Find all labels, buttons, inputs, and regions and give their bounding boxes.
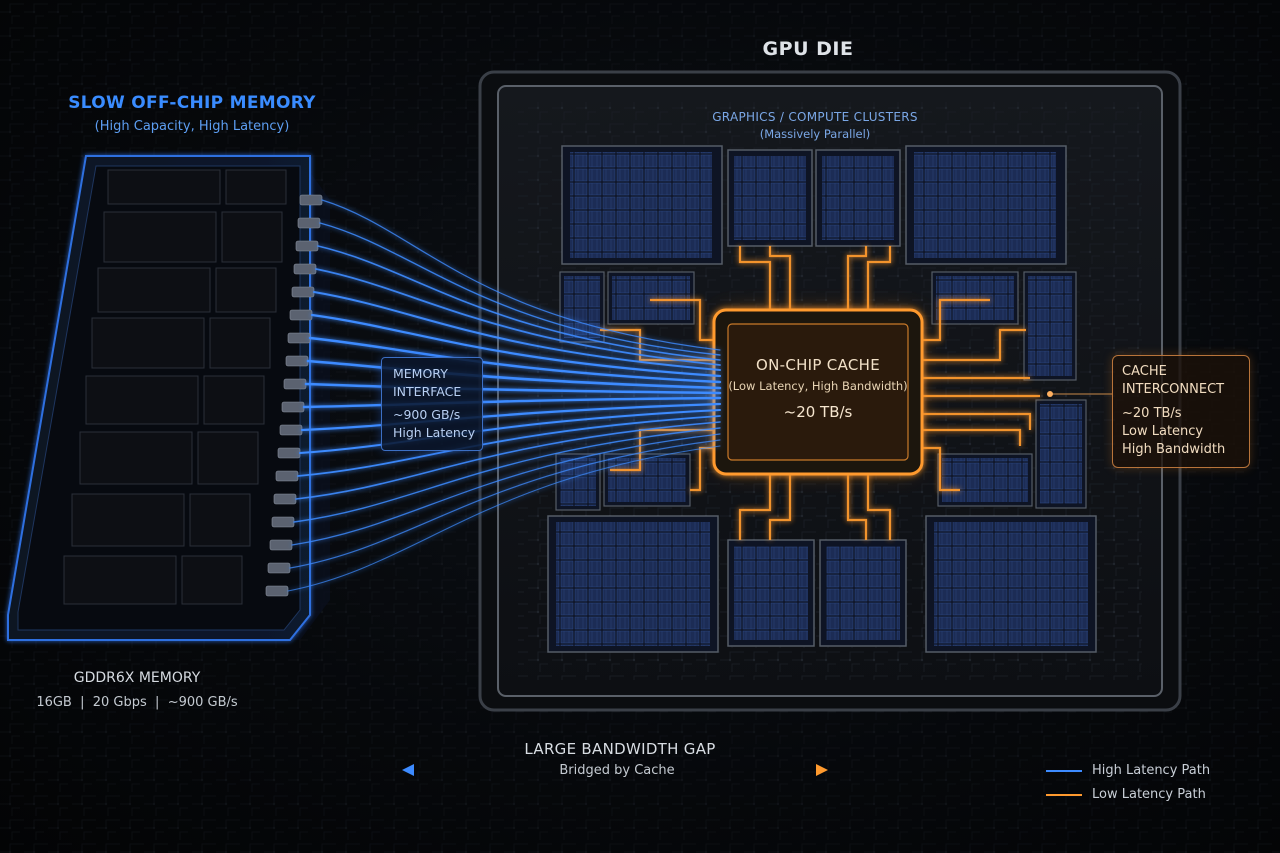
offchip-memory-title: SLOW OFF-CHIP MEMORY [68,93,316,113]
gddr-module-title: GDDR6X MEMORY [73,670,201,686]
memory-connector-pins [265,194,323,597]
on-chip-cache-core [727,323,909,461]
cluster-low-right-b [942,458,1028,502]
cluster-bottom-mid-left [734,546,808,640]
cluster-top-mid-left [734,156,806,240]
cluster-low-left-a [560,458,596,506]
clusters-subtitle: (Massively Parallel) [759,127,871,141]
compute-clusters [547,145,1097,653]
bandwidth-gap-title: LARGE BANDWIDTH GAP [524,740,716,758]
legend-label-high-latency: High Latency Path [1092,763,1211,778]
cache-interconnect-line-2: INTERCONNECT [1122,382,1225,397]
gddr6x-memory-module [7,155,330,641]
cluster-bottom-mid-right [826,546,900,640]
cache-bandwidth: ~20 TB/s [783,403,853,421]
gpu-die [478,70,1182,712]
legend-label-low-latency: Low Latency Path [1092,787,1206,802]
bandwidth-gap-arrows [402,764,828,776]
bandwidth-gap-subtitle: Bridged by Cache [559,763,675,778]
gddr-module-specs: 16GB | 20 Gbps | ~900 GB/s [36,695,238,710]
cache-interconnect-latency: Low Latency [1122,424,1204,439]
offchip-memory-subtitle: (High Capacity, High Latency) [94,119,290,134]
cluster-bottom-left [556,522,710,646]
interconnect-leader-dot [1047,391,1053,397]
clusters-title: GRAPHICS / COMPUTE CLUSTERS [712,110,918,124]
cluster-mid-right-a [1028,276,1072,376]
cluster-mid-left-b [612,276,690,320]
cluster-mid-right-b [936,276,1014,320]
cluster-mid-left-a [564,276,600,338]
memory-interface-bandwidth: ~900 GB/s [393,407,461,422]
cluster-low-left-b [608,458,686,502]
gpu-die-title: GPU DIE [762,38,854,60]
memory-interface-latency: High Latency [393,425,476,440]
cache-interconnect-traces [600,246,1040,540]
cache-interconnect-line-1: CACHE [1122,364,1167,379]
memory-chips [63,169,287,605]
cache-subtitle: (Low Latency, High Bandwidth) [728,379,908,393]
cache-title: ON-CHIP CACHE [755,356,881,374]
cluster-top-right [914,152,1056,258]
cluster-top-mid-right [822,156,894,240]
arrow-right-icon [816,764,828,776]
cluster-top-left [570,152,712,258]
cache-interconnect-bw-label: High Bandwidth [1122,442,1226,457]
cluster-low-right-a [1040,404,1082,504]
memory-interface-line-2: INTERFACE [393,384,462,399]
cluster-bottom-right [934,522,1088,646]
memory-interface-box [381,357,483,451]
cache-interconnect-bandwidth: ~20 TB/s [1122,406,1182,421]
memory-interface-line-1: MEMORY [393,366,448,381]
cache-interconnect-box [1112,355,1250,468]
arrow-left-icon [402,764,414,776]
